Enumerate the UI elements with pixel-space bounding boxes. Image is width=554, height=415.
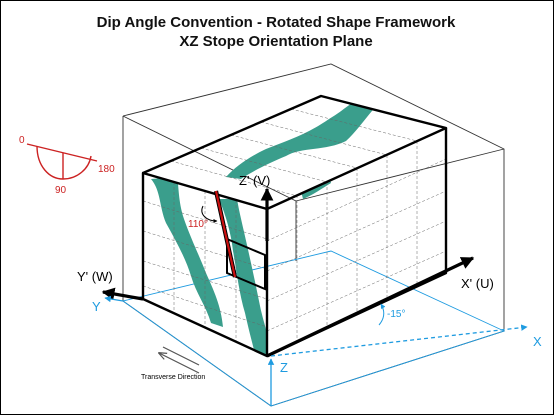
dip-convention-diagram: [26, 143, 98, 180]
x-axis: [270, 324, 528, 357]
transverse-direction-label: Transverse Direction: [141, 374, 205, 381]
x-prime-u-label: X' (U): [461, 276, 494, 291]
rotation-arc: [378, 303, 386, 326]
y-axis-label: Y: [92, 299, 101, 314]
diagram-subtitle: XZ Stope Orientation Plane: [179, 33, 372, 50]
base-plane: [121, 250, 506, 407]
dip-one-eighty-label: 180: [98, 164, 115, 175]
angle-minus-15-label: -15°: [387, 309, 405, 320]
dip-zero-label: 0: [19, 135, 25, 146]
y-prime-axis: [101, 287, 144, 301]
dip-ninety-label: 90: [55, 185, 67, 196]
diagram-title: Dip Angle Convention - Rotated Shape Fra…: [97, 14, 456, 31]
y-axis: [104, 295, 124, 303]
stope-plane-rectangle: [226, 237, 266, 291]
y-prime-w-label: Y' (W): [77, 269, 113, 284]
top-face-grid: [170, 108, 418, 197]
z-prime-v-label: Z' (V): [239, 173, 270, 188]
x-axis-label: X: [533, 334, 542, 349]
angle-110-label: 110°: [188, 219, 208, 230]
z-axis-label: Z: [280, 360, 288, 375]
x-prime-axis: [266, 256, 475, 358]
front-face-grid: [142, 182, 268, 342]
right-face-grid: [266, 141, 447, 342]
ore-body-top: [226, 99, 381, 179]
transverse-direction-arrow: [159, 346, 200, 374]
dip-angle-arc: [201, 205, 218, 223]
